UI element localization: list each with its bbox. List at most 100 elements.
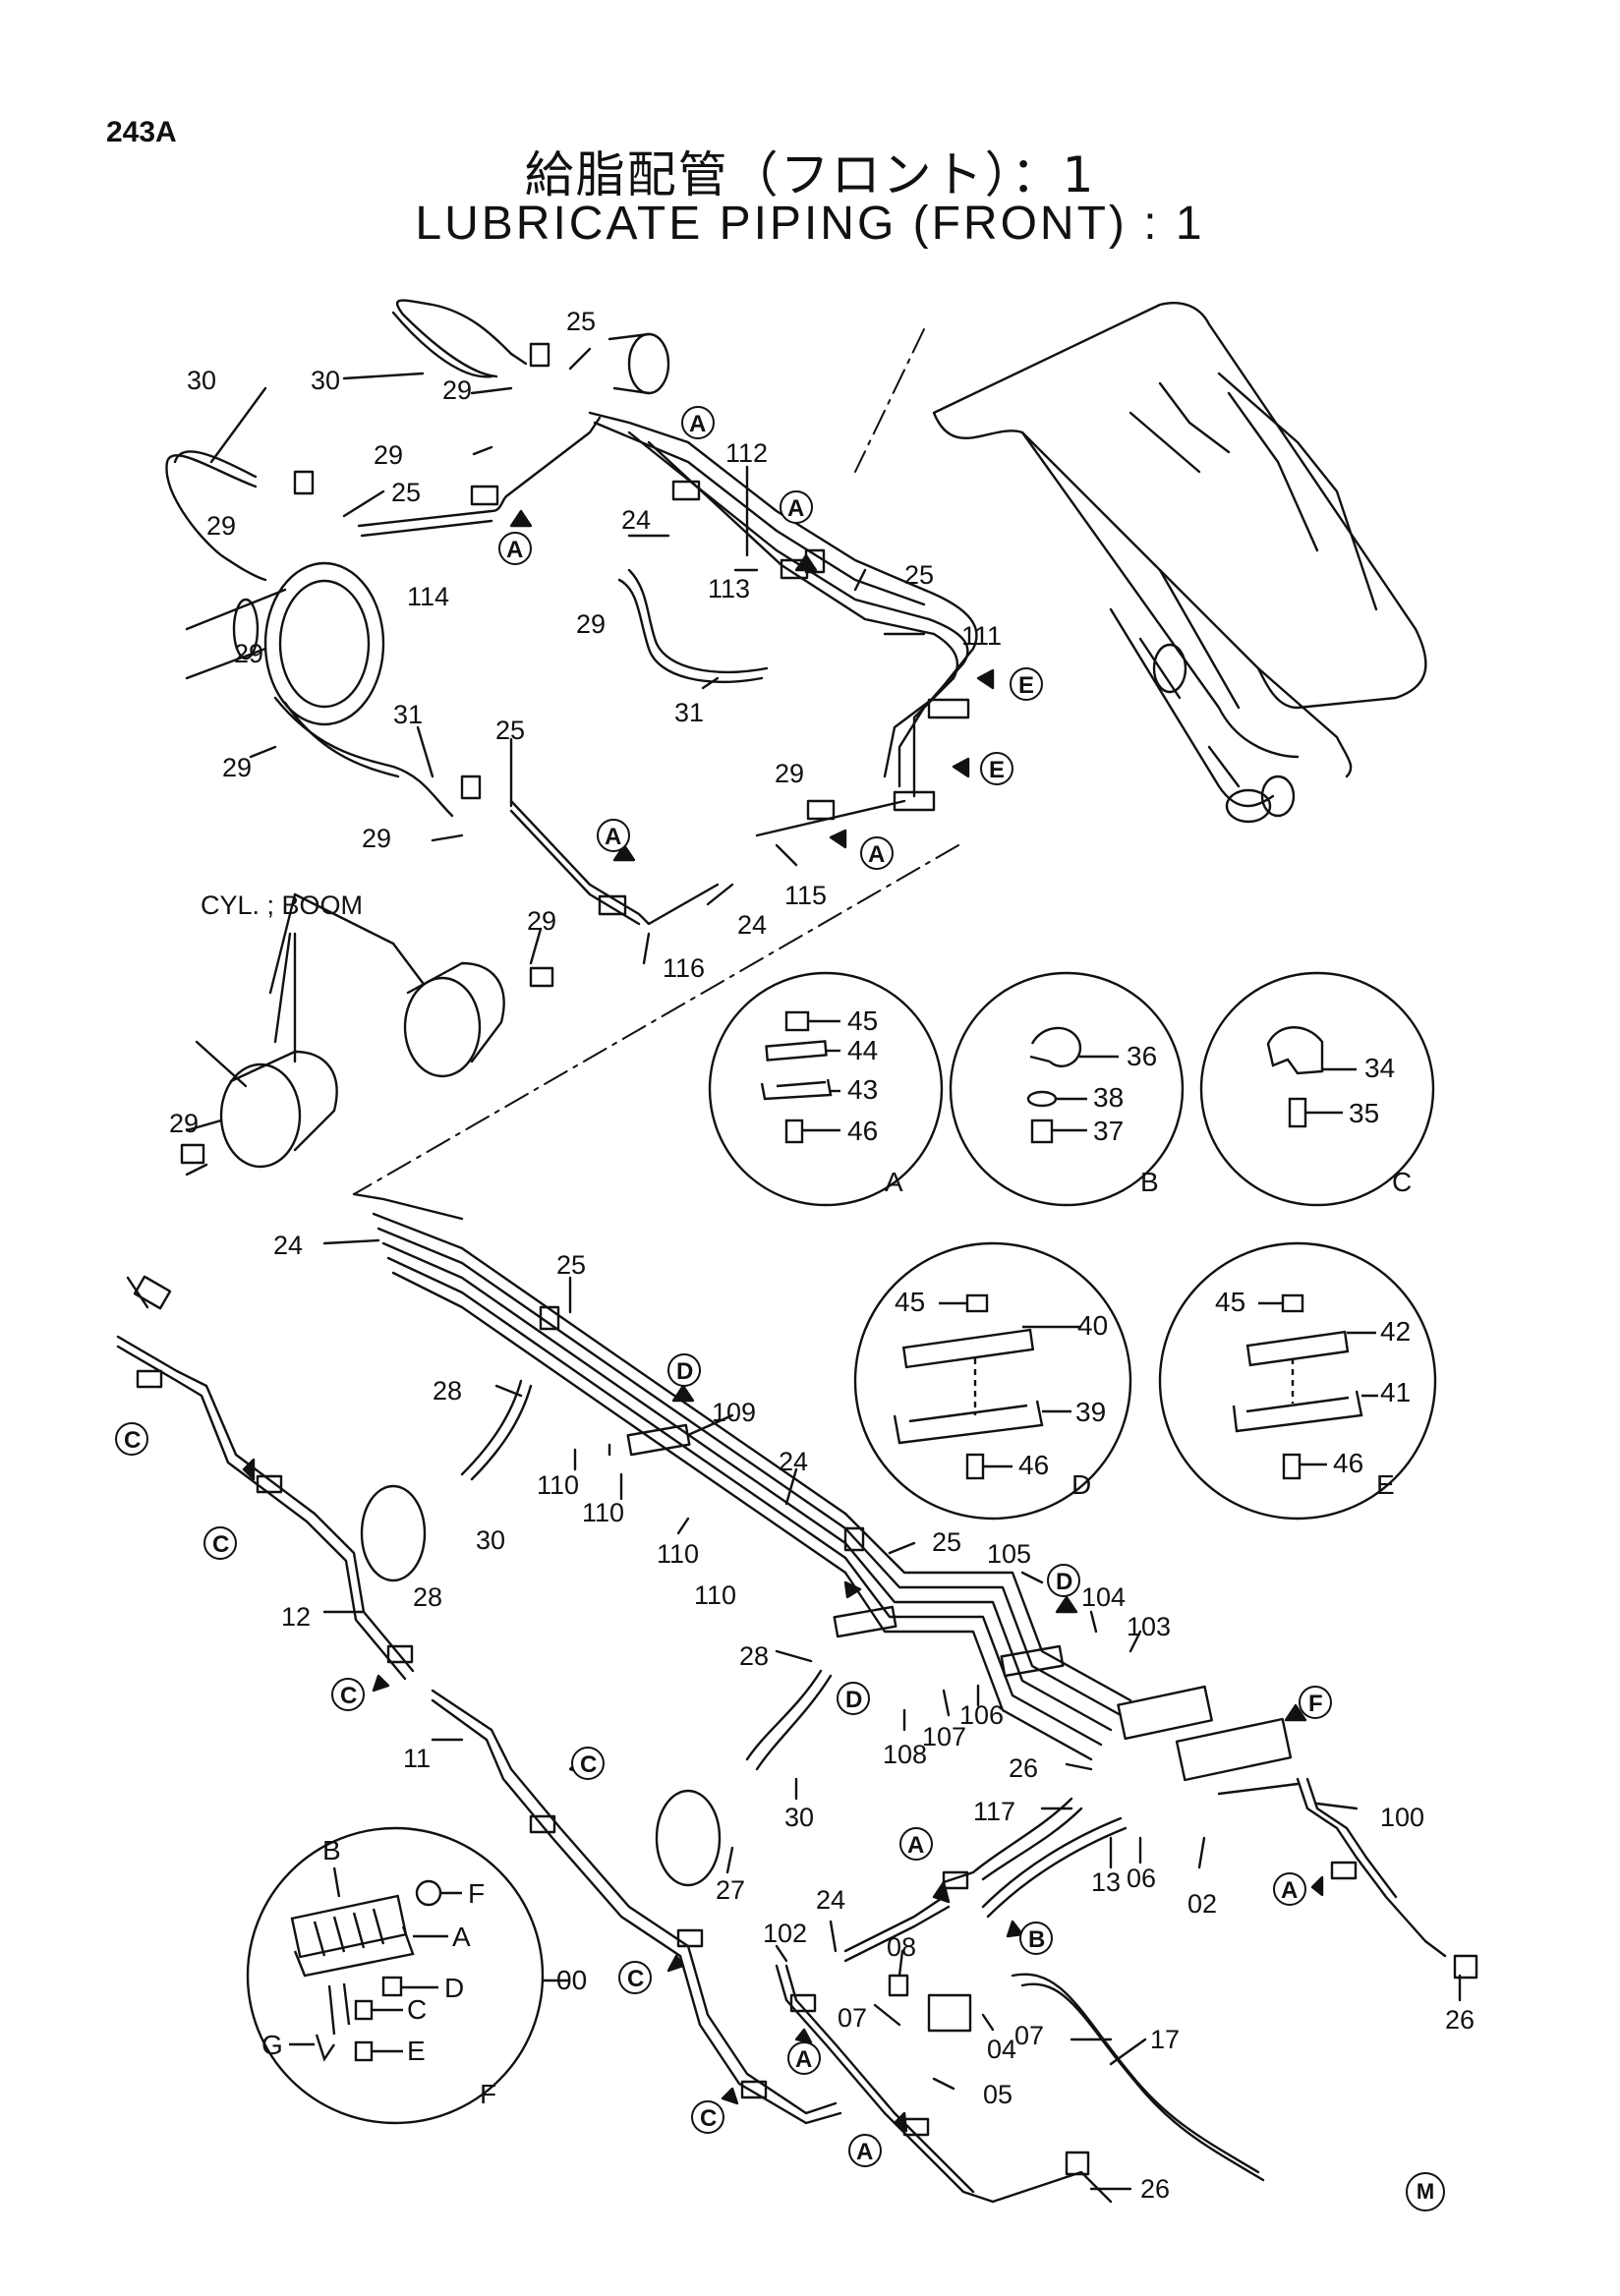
part-number-labels: 25 30 30 29 29 25 112 29 24 114 113 25 2… [169,307,1475,2204]
svg-text:E: E [407,2036,426,2066]
svg-text:A: A [907,1832,924,1859]
title-english: LUBRICATE PIPING (FRONT) : 1 [415,198,1205,250]
svg-text:B: B [1140,1167,1159,1197]
label-part-28: 28 [739,1641,769,1671]
label-part-110: 110 [537,1470,579,1500]
svg-text:36: 36 [1127,1041,1157,1071]
label-part-25: 25 [904,560,934,590]
boom-cylinder-ring [263,561,385,726]
label-part-06: 06 [1127,1864,1156,1893]
label-part-24: 24 [273,1231,303,1260]
callout-c: C [331,1678,365,1711]
label-part-29: 29 [374,440,403,470]
svg-text:A: A [452,1922,471,1952]
callout-a: A [860,836,894,870]
hose-17 [1011,1973,1260,2174]
label-part-29: 29 [576,609,606,639]
svg-text:46: 46 [1018,1450,1049,1480]
callout-a: A [780,490,813,524]
svg-text:F: F [480,2079,496,2109]
label-part-111: 111 [961,621,1002,651]
label-part-02: 02 [1187,1889,1217,1919]
label-cyl-boom: CYL. ; BOOM [201,890,363,920]
label-part-26: 26 [1140,2174,1170,2204]
label-part-110: 110 [694,1580,736,1610]
svg-text:C: C [580,1751,597,1778]
svg-text:E: E [989,757,1005,783]
svg-text:A: A [506,537,523,563]
label-part-29: 29 [362,824,391,853]
label-part-26: 26 [1445,2005,1475,2035]
svg-text:A: A [795,2046,812,2073]
label-part-24: 24 [621,505,651,535]
svg-text:E: E [1018,672,1034,699]
svg-text:41: 41 [1380,1377,1411,1407]
label-part-103: 103 [1127,1612,1171,1641]
label-part-110: 110 [657,1539,699,1569]
label-part-27: 27 [716,1875,745,1905]
svg-text:43: 43 [847,1074,878,1105]
label-part-29: 29 [527,906,556,936]
manufacturer-mark: M [1406,2172,1445,2211]
label-part-17: 17 [1150,2025,1180,2054]
callout-a: A [498,532,532,565]
label-part-109: 109 [712,1398,756,1427]
detail-a: 45 44 43 46 A [708,971,944,1207]
label-part-104: 104 [1081,1582,1126,1612]
label-part-107: 107 [922,1722,966,1751]
svg-text:G: G [261,2030,283,2060]
label-part-04: 04 [987,2035,1016,2064]
detail-c: 34 35 C [1199,971,1435,1207]
svg-text:C: C [1392,1167,1412,1197]
svg-text:45: 45 [895,1287,925,1317]
svg-text:C: C [124,1427,141,1454]
label-part-110: 110 [582,1498,624,1527]
callout-d: D [1047,1564,1080,1597]
page-number: 243A [106,116,177,148]
label-part-24: 24 [816,1885,845,1915]
label-part-30: 30 [784,1803,814,1832]
detail-d: 45 40 39 46 D [853,1241,1132,1521]
svg-text:D: D [444,1973,464,2003]
svg-text:D: D [676,1358,693,1385]
svg-text:B: B [322,1835,341,1866]
hose-30-left [165,454,267,582]
svg-text:46: 46 [847,1116,878,1146]
label-part-116: 116 [663,953,705,983]
svg-text:45: 45 [1215,1287,1245,1317]
callout-a: A [899,1827,933,1861]
label-part-08: 08 [887,1932,916,1962]
label-part-28: 28 [433,1376,462,1406]
label-part-117: 117 [973,1797,1015,1826]
label-part-29: 29 [169,1109,199,1138]
callout-f: F [1299,1686,1332,1719]
callout-a: A [787,2041,821,2075]
label-part-13: 13 [1091,1867,1121,1897]
label-part-29: 29 [775,759,804,788]
label-part-07: 07 [1014,2021,1044,2050]
label-part-106: 106 [959,1700,1004,1730]
svg-text:C: C [340,1683,357,1709]
svg-text:C: C [212,1531,229,1558]
svg-text:45: 45 [847,1005,878,1036]
svg-text:A: A [787,495,804,522]
label-part-30: 30 [311,366,340,395]
svg-text:C: C [700,2105,717,2132]
callout-c: C [203,1526,237,1560]
hose-30-lower [745,1669,823,1761]
callout-d: D [667,1353,701,1387]
label-part-24: 24 [737,910,767,940]
svg-text:C: C [407,1994,427,2025]
label-part-30: 30 [187,366,216,395]
label-part-114: 114 [407,582,449,611]
block-04 [927,1993,972,2033]
label-part-29: 29 [442,375,472,405]
hose-30-center [460,1379,523,1476]
callout-a: A [597,819,630,852]
pipe-11 [431,1689,838,2115]
svg-text:D: D [1056,1569,1072,1595]
pipe-114 [357,416,602,528]
distributor-block [1175,1717,1293,1782]
pipe-116 [509,799,720,926]
label-part-24: 24 [779,1447,808,1476]
